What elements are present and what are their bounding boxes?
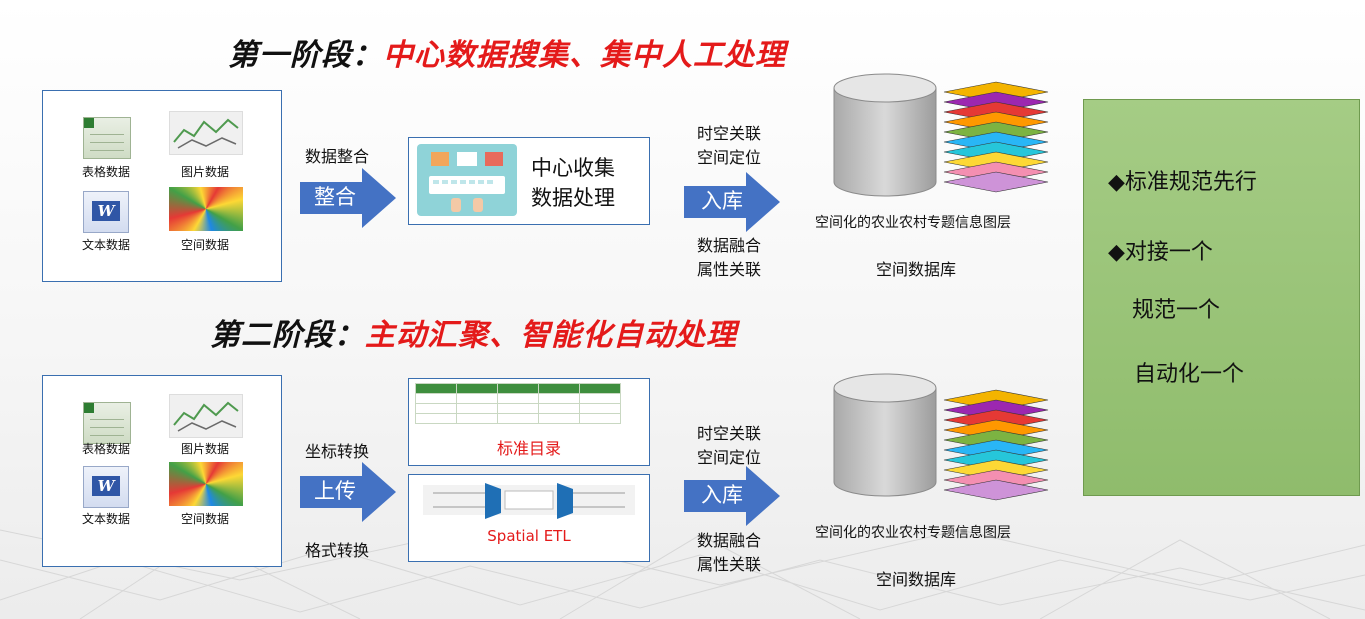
stage1-db-top-2: 空间定位 (696, 148, 761, 167)
stage1-db-bottom-1: 数据融合 (696, 236, 761, 255)
database-cylinder-icon (833, 373, 937, 497)
stage2-db-bottom-1: 数据融合 (696, 531, 761, 550)
stage2-title-prefix: 第二阶段： (210, 318, 365, 353)
word-icon: W (83, 191, 129, 233)
stage1-process-text-2: 数据处理 (531, 186, 615, 210)
stage2-db-caption: 空间数据库 (876, 570, 957, 589)
excel-icon (83, 402, 131, 444)
stage1-step-label: 数据整合 (305, 147, 370, 166)
principle-line-4: 自动化一个 (1134, 362, 1245, 387)
stage2-upload-arrow (300, 462, 396, 522)
map-image-icon (169, 111, 243, 155)
keyboard-screen-icon (417, 144, 517, 216)
stage1-store-arrow-label: 入库 (701, 189, 743, 213)
stage1-store-arrow (684, 172, 780, 232)
database-cylinder-icon (833, 73, 937, 197)
etl-pipeline-icon (423, 483, 635, 519)
principles-panel: ◆标准规范先行 ◆对接一个 规范一个 自动化一个 (1083, 99, 1360, 496)
stage2-db-top-1: 时空关联 (696, 424, 761, 443)
source-label-spatial: 空间数据 (180, 238, 229, 252)
stage2-db-top-2: 空间定位 (696, 448, 761, 467)
word-icon: W (83, 466, 129, 508)
principle-line-2: ◆对接一个 (1108, 240, 1213, 265)
source-label-image: 图片数据 (180, 165, 229, 179)
etl-label: Spatial ETL (487, 527, 571, 545)
stage1-process-box: 中心收集 数据处理 (408, 137, 650, 225)
source-label-table: 表格数据 (81, 442, 130, 456)
catalog-label: 标准目录 (496, 439, 561, 458)
source-label-text: 文本数据 (81, 512, 130, 526)
stage2-label-bottom: 格式转换 (305, 541, 370, 560)
excel-icon (83, 117, 131, 159)
catalog-table-thumbnail (415, 383, 621, 424)
stage1-title: 第一阶段：中心数据搜集、集中人工处理 (228, 30, 786, 74)
stage2-store-arrow-label: 入库 (701, 483, 743, 507)
stage1-db-caption: 空间数据库 (876, 260, 957, 279)
stage1-integrate-arrow (300, 168, 396, 228)
stage1-process-text-1: 中心收集 (531, 156, 615, 180)
stage2-store-arrow (684, 466, 780, 526)
source-label-table: 表格数据 (81, 165, 130, 179)
stage2-title: 第二阶段：主动汇聚、智能化自动处理 (210, 310, 737, 354)
principle-line-1: ◆标准规范先行 (1108, 170, 1257, 195)
stage2-layer-caption: 空间化的农业农村专题信息图层 (815, 525, 1011, 541)
standard-catalog-box: 标准目录 (408, 378, 650, 466)
stage1-db-top-1: 时空关联 (696, 124, 761, 143)
spatial-map-icon (169, 187, 243, 231)
stage1-title-highlight: 中心数据搜集、集中人工处理 (383, 38, 786, 73)
stage1-title-prefix: 第一阶段： (228, 38, 383, 73)
source-label-text: 文本数据 (81, 238, 130, 252)
stage1-db-bottom-2: 属性关联 (696, 260, 761, 279)
stage1-layer-caption: 空间化的农业农村专题信息图层 (815, 215, 1011, 231)
layer-stack-icon (943, 81, 1049, 193)
source-label-image: 图片数据 (180, 442, 229, 456)
spatial-map-icon (169, 462, 243, 506)
principle-line-3: 规范一个 (1132, 298, 1221, 323)
stage2-title-highlight: 主动汇聚、智能化自动处理 (365, 318, 737, 353)
spatial-etl-box: Spatial ETL (408, 474, 650, 562)
stage2-label-top: 坐标转换 (305, 442, 370, 461)
stage2-arrow-label: 上传 (314, 479, 356, 503)
layer-stack-icon (943, 389, 1049, 501)
stage2-source-box: 表格数据 图片数据 W 文本数据 空间数据 (42, 375, 282, 567)
stage1-arrow-label: 整合 (314, 185, 356, 209)
stage1-source-box: 表格数据 图片数据 W 文本数据 空间数据 (42, 90, 282, 282)
stage2-db-bottom-2: 属性关联 (696, 555, 761, 574)
map-image-icon (169, 394, 243, 438)
source-label-spatial: 空间数据 (180, 512, 229, 526)
